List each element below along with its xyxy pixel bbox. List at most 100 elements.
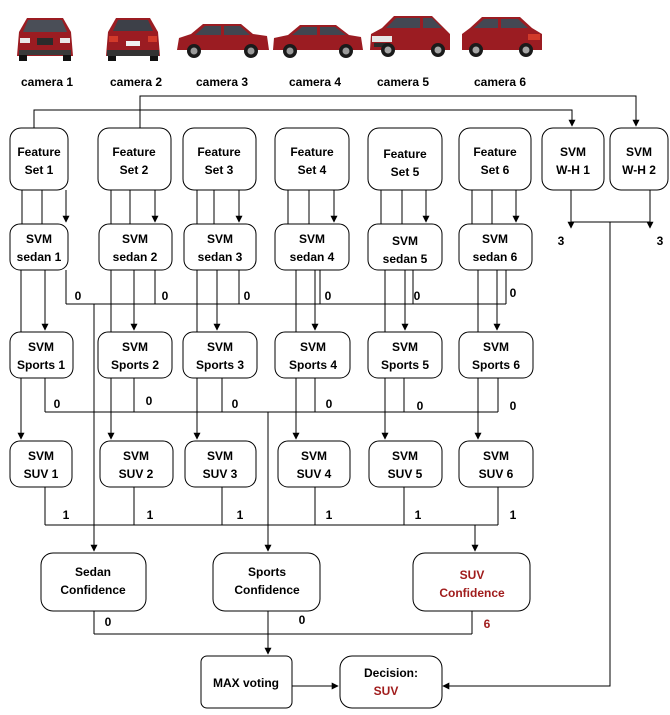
svg-text:SUV: SUV — [460, 568, 485, 582]
svg-text:Confidence: Confidence — [234, 583, 300, 597]
feature-set-box-4: Feature Set 4 — [274, 127, 350, 191]
sedan-output-5: 0 — [414, 289, 421, 303]
camera-3-car-image — [177, 24, 269, 58]
svg-text:Sports 2: Sports 2 — [111, 358, 159, 372]
svg-text:SUV 2: SUV 2 — [119, 467, 154, 481]
svg-text:sedan 2: sedan 2 — [113, 250, 158, 264]
svg-text:sedan 5: sedan 5 — [383, 252, 428, 266]
svg-text:SVM: SVM — [392, 449, 418, 463]
svm-sedan-box-3: SVM sedan 3 — [183, 223, 257, 271]
svg-text:Set 6: Set 6 — [481, 163, 510, 177]
svg-text:Sports 5: Sports 5 — [381, 358, 429, 372]
suv-output-3: 1 — [237, 508, 244, 522]
svg-text:Confidence: Confidence — [60, 583, 126, 597]
sedan-output-2: 0 — [162, 289, 169, 303]
feature-set-box-3: Feature Set 3 — [182, 127, 257, 191]
feature-set-box-5: Feature Set 5 — [367, 127, 443, 191]
svg-text:MAX voting: MAX voting — [213, 676, 279, 690]
svg-text:SVM: SVM — [560, 145, 586, 159]
feature-to-sedan-lines — [21, 190, 520, 224]
svg-text:Sports: Sports — [248, 565, 286, 579]
feature-set-box-1: Feature Set 1 — [9, 127, 69, 191]
svm-wh-box-1: SVM W-H 1 — [541, 127, 605, 191]
svg-text:SUV 6: SUV 6 — [479, 467, 514, 481]
confidence-output-lines — [93, 611, 473, 655]
svg-text:SVM: SVM — [299, 232, 325, 246]
sports-confidence-value: 0 — [299, 613, 306, 627]
sedan-output-3: 0 — [244, 289, 251, 303]
svm-suv-box-6: SVM SUV 6 — [458, 440, 534, 488]
camera-5-car-image — [370, 16, 450, 57]
sedan-confidence-box: Sedan Confidence — [40, 552, 147, 612]
svg-text:Sports 6: Sports 6 — [472, 358, 520, 372]
camera-to-svm-wh2-line — [139, 95, 640, 128]
max-voting-box: MAX voting — [200, 655, 293, 709]
suv-output-4: 1 — [326, 508, 333, 522]
svg-text:SVM: SVM — [28, 340, 54, 354]
sports-output-3: 0 — [232, 397, 239, 411]
suv-confidence-box: SUV Confidence — [412, 552, 531, 612]
svg-text:Set 2: Set 2 — [120, 163, 149, 177]
suv-output-5: 1 — [415, 508, 422, 522]
svm-suv-box-2: SVM SUV 2 — [99, 440, 174, 488]
suv-output-lines — [44, 487, 499, 552]
suv-output-6: 1 — [510, 508, 517, 522]
svg-text:SVM: SVM — [122, 340, 148, 354]
camera-label-1: camera 1 — [21, 75, 73, 89]
svm-sedan-box-2: SVM sedan 2 — [98, 223, 173, 271]
svg-text:Sports 4: Sports 4 — [289, 358, 337, 372]
suv-confidence-value: 6 — [484, 617, 491, 631]
svm-sedan-box-6: SVM sedan 6 — [458, 223, 533, 271]
svg-text:SVM: SVM — [392, 340, 418, 354]
suv-output-2: 1 — [147, 508, 154, 522]
camera-label-6: camera 6 — [474, 75, 526, 89]
camera-to-svm-wh1-line — [33, 109, 576, 128]
svg-text:Sports 3: Sports 3 — [196, 358, 244, 372]
sports-output-5: 0 — [417, 399, 424, 413]
svm-sports-box-6: SVM Sports 6 — [458, 331, 534, 379]
svg-text:Feature: Feature — [383, 147, 427, 161]
camera-2-car-image — [106, 18, 160, 61]
svg-text:SVM: SVM — [122, 232, 148, 246]
svg-text:SVM: SVM — [207, 232, 233, 246]
svg-text:SVM: SVM — [207, 340, 233, 354]
camera-label-5: camera 5 — [377, 75, 429, 89]
svm-wh-to-decision-line — [442, 222, 611, 690]
svg-text:Feature: Feature — [17, 145, 61, 159]
svm-suv-box-4: SVM SUV 4 — [277, 440, 351, 488]
svg-text:SVM: SVM — [483, 449, 509, 463]
sports-confidence-box: Sports Confidence — [212, 552, 321, 612]
svg-text:SUV 1: SUV 1 — [24, 467, 59, 481]
svg-text:sedan 1: sedan 1 — [17, 250, 62, 264]
svg-text:Set 5: Set 5 — [391, 165, 420, 179]
svm-sports-box-3: SVM Sports 3 — [182, 331, 258, 379]
sedan-output-4: 0 — [325, 289, 332, 303]
sports-output-6: 0 — [510, 399, 517, 413]
decision-value: SUV — [374, 684, 399, 698]
camera-label-3: camera 3 — [196, 75, 248, 89]
svg-text:SVM: SVM — [392, 234, 418, 248]
svm-sports-box-4: SVM Sports 4 — [274, 331, 351, 379]
svm-wh-box-2: SVM W-H 2 — [609, 127, 669, 191]
camera-4-car-image — [273, 25, 363, 58]
svg-text:SUV 3: SUV 3 — [203, 467, 238, 481]
svm-sports-box-1: SVM Sports 1 — [9, 331, 74, 379]
svg-text:SVM: SVM — [301, 449, 327, 463]
sports-output-2: 0 — [146, 394, 153, 408]
svm-wh1-output-value: 3 — [558, 234, 565, 248]
svg-text:sedan 6: sedan 6 — [473, 250, 518, 264]
svg-text:Decision:: Decision: — [364, 666, 418, 680]
camera-label-4: camera 4 — [289, 75, 341, 89]
svg-text:Feature: Feature — [290, 145, 334, 159]
svg-text:sedan 3: sedan 3 — [198, 250, 243, 264]
svg-text:W-H 2: W-H 2 — [622, 163, 656, 177]
sedan-output-1: 0 — [75, 289, 82, 303]
svm-suv-box-5: SVM SUV 5 — [368, 440, 443, 488]
svg-text:Set 4: Set 4 — [298, 163, 327, 177]
sedan-output-lines — [65, 270, 507, 552]
svm-sedan-box-1: SVM sedan 1 — [9, 223, 69, 271]
svm-sedan-box-4: SVM sedan 4 — [274, 223, 350, 271]
camera-6-car-image — [462, 17, 542, 57]
svg-text:SUV 5: SUV 5 — [388, 467, 423, 481]
